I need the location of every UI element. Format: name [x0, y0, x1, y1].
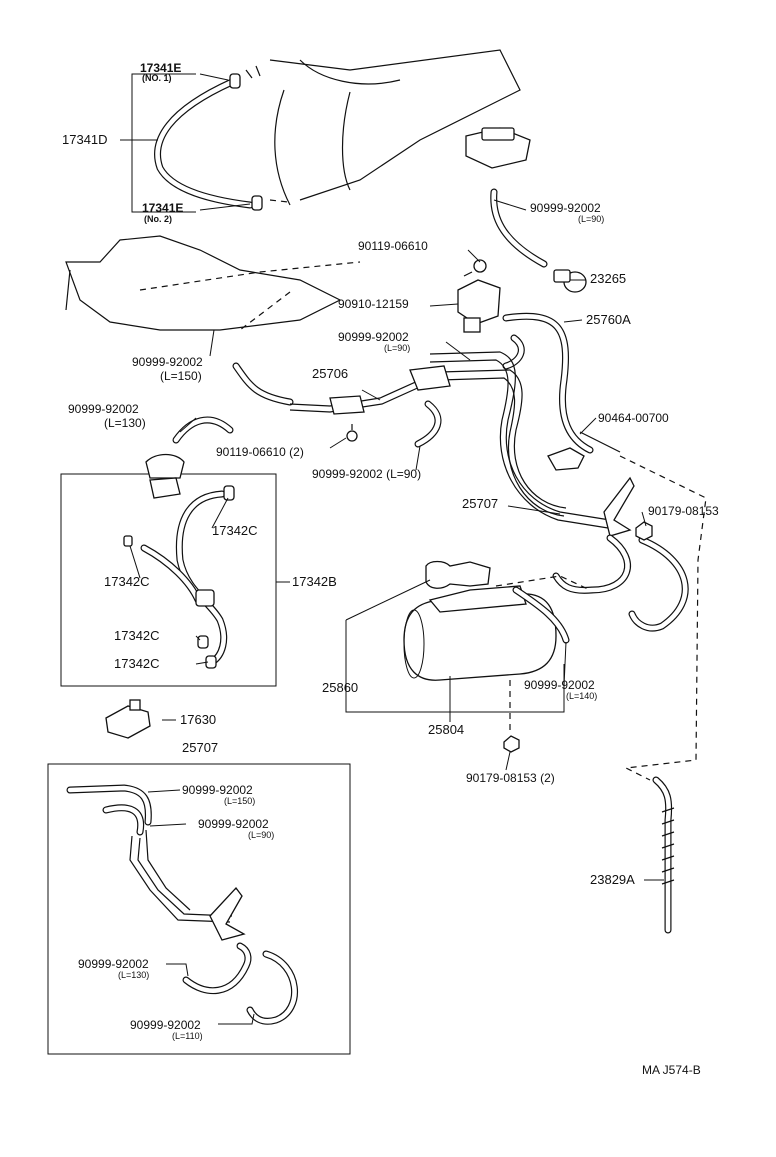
box-17342B	[60, 473, 277, 687]
clamp-17341E-no2	[251, 195, 289, 211]
label-90119-06610-2: 90119-06610 (2)	[216, 445, 304, 459]
hose-assembly-17342B	[140, 490, 228, 666]
brackets-canister	[345, 579, 565, 722]
hose-17341D	[154, 78, 254, 209]
nut-90179-08153-2	[503, 680, 520, 753]
hose-small-bend	[502, 334, 525, 370]
nut-90179-08153	[635, 521, 653, 541]
label-box-l150: 90999-92002	[182, 783, 253, 797]
label-90999-92002-l140-sub: (L=140)	[566, 691, 598, 701]
label-box-l90: 90999-92002	[198, 817, 269, 831]
label-23829A: 23829A	[590, 872, 635, 887]
pipe-90464-00700	[547, 431, 621, 471]
hose-l90-low	[414, 400, 442, 448]
label-17630: 17630	[180, 712, 217, 727]
hose-25760A	[502, 312, 594, 454]
label-90999-92002-l90-mid: 90999-92002	[338, 330, 409, 344]
label-90464-00700: 90464-00700	[598, 411, 669, 425]
label-90999-92002-l150: 90999-92002	[132, 355, 203, 369]
label-box-l150-sub: (L=150)	[224, 796, 256, 806]
bolt-90119-06610-2	[346, 424, 358, 442]
label-90910-12159: 90910-12159	[338, 297, 409, 311]
transmission-outline	[65, 235, 361, 331]
canister-25804	[403, 575, 591, 681]
label-90999-92002-l140: 90999-92002	[524, 678, 595, 692]
diagram-code: MA J574-B	[642, 1063, 701, 1077]
hose-lower-bends	[552, 534, 689, 632]
label-17342C-c: 17342C	[114, 628, 160, 643]
label-17341D: 17341D	[62, 132, 108, 147]
vsv-90910-12159	[457, 279, 501, 333]
label-90999-92002-l90-mid-sub: (L=90)	[384, 343, 411, 353]
leader-lines	[129, 73, 664, 1025]
hose-l140	[512, 586, 570, 644]
label-25760A: 25760A	[586, 312, 631, 327]
label-23265: 23265	[590, 271, 627, 286]
label-17342C-a: 17342C	[212, 523, 258, 538]
clamp-17341E-no1	[229, 65, 261, 89]
label-25707-main: 25707	[462, 496, 499, 511]
label-box-l90-sub: (L=90)	[248, 830, 275, 840]
label-90999-92002-l130-sub: (L=130)	[104, 416, 146, 430]
box-25707	[47, 763, 351, 1055]
dashed-route	[619, 455, 707, 781]
label-25707-box: 25707	[182, 740, 219, 755]
hose-l130	[172, 416, 234, 444]
pipe-assembly-25707	[429, 351, 635, 537]
label-25860: 25860	[322, 680, 359, 695]
label-box-l110-sub: (L=110)	[172, 1031, 203, 1041]
intake-part-left	[145, 453, 185, 499]
bracket-17341	[120, 73, 196, 213]
label-box-l130: 90999-92002	[78, 957, 149, 971]
vsv-top	[465, 127, 531, 169]
label-90999-92002-l150-sub: (L=150)	[160, 369, 202, 383]
bolt-90119-06610	[463, 259, 487, 277]
label-90999-92002-l90-top: 90999-92002	[530, 201, 601, 215]
label-25804: 25804	[428, 722, 465, 737]
clamps-17342C	[123, 485, 235, 669]
engine-outline-top	[269, 49, 521, 206]
label-90999-92002-l90-low: 90999-92002 (L=90)	[312, 467, 422, 481]
hose-l90-top	[490, 188, 548, 268]
label-17341E-no1: 17341E	[140, 61, 182, 75]
label-17341E-no2: 17341E	[142, 201, 184, 215]
label-17342C-d: 17342C	[114, 656, 160, 671]
box-25707-hoses	[66, 784, 299, 1025]
label-box-l110: 90999-92002	[130, 1018, 201, 1032]
bracket-25706	[289, 365, 451, 415]
filter-23265	[553, 269, 587, 293]
label-90119-06610: 90119-06610	[358, 239, 428, 253]
label-17342C-b: 17342C	[104, 574, 150, 589]
label-17341E-no1-sub: (NO. 1)	[142, 73, 172, 83]
hose-l150	[232, 362, 294, 406]
label-90999-92002-l90-top-sub: (L=90)	[578, 214, 605, 224]
vsv-25860	[425, 560, 491, 589]
label-25706: 25706	[312, 366, 349, 381]
label-90179-08153: 90179-08153	[648, 504, 719, 518]
sensor-17630	[105, 699, 151, 739]
hose-23829A	[652, 776, 675, 934]
label-17341E-no2-sub: (No. 2)	[144, 214, 172, 224]
label-90999-92002-l130: 90999-92002	[68, 402, 139, 416]
label-17342B: 17342B	[292, 574, 337, 589]
label-box-l130-sub: (L=130)	[118, 970, 150, 980]
label-90179-08153-2: 90179-08153 (2)	[466, 771, 555, 785]
